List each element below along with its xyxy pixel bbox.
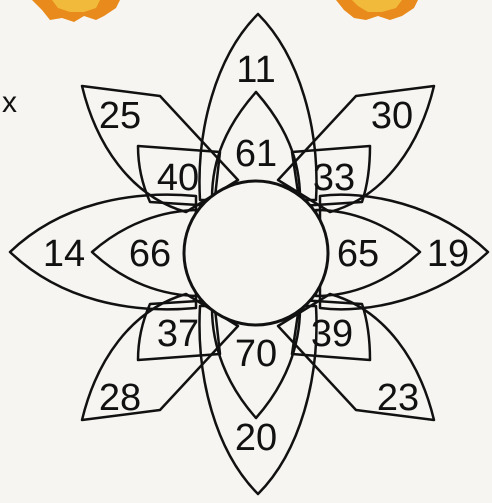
inner-number-top-left: 40 [157,157,199,199]
outer-number-bottom-right: 23 [377,377,419,419]
leaf-decoration-right [336,0,418,20]
outer-number-bottom-left: 28 [99,377,141,419]
inner-number-top-right: 33 [313,157,355,199]
outer-number-top-right: 30 [371,95,413,137]
inner-number-top: 61 [235,133,277,175]
inner-number-right: 65 [337,233,379,275]
outer-number-left: 14 [43,233,85,275]
inner-number-left: 66 [129,233,171,275]
outer-number-bottom: 20 [235,417,277,459]
leaf-decoration-left [32,0,120,22]
inner-number-bottom-left: 37 [157,313,199,355]
inner-number-bottom-right: 39 [311,313,353,355]
outer-number-right: 19 [427,233,469,275]
outer-number-top-left: 25 [99,95,141,137]
outer-number-top: 11 [236,49,275,91]
inner-number-bottom: 70 [235,333,277,375]
stray-edge-text: x [2,86,17,119]
center-circle [184,181,328,325]
